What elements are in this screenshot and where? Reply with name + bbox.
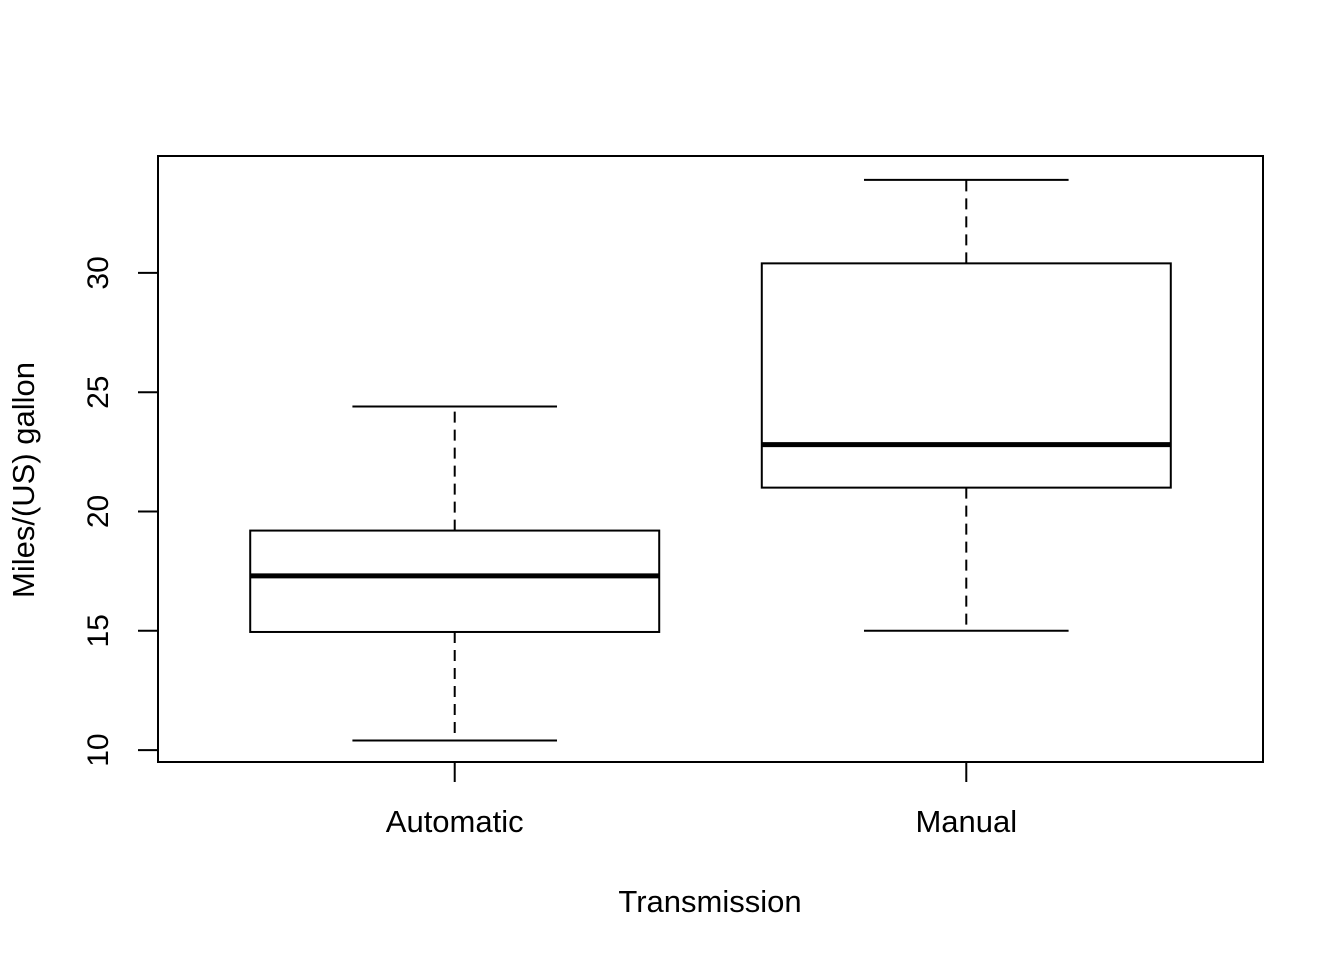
y-tick-label: 30 [82, 256, 115, 289]
y-tick-label: 15 [82, 614, 115, 647]
y-tick-label: 10 [82, 733, 115, 766]
plot-frame [157, 155, 1264, 763]
iqr-box [760, 262, 1172, 489]
y-tick-label: 25 [82, 376, 115, 409]
x-category-label: Automatic [385, 804, 524, 839]
x-category-label: Manual [915, 804, 1018, 839]
y-axis-title: Miles/(US) gallon [6, 361, 42, 599]
iqr-box [249, 529, 661, 633]
x-axis-title: Transmission [618, 884, 802, 919]
y-tick-label: 20 [82, 495, 115, 528]
